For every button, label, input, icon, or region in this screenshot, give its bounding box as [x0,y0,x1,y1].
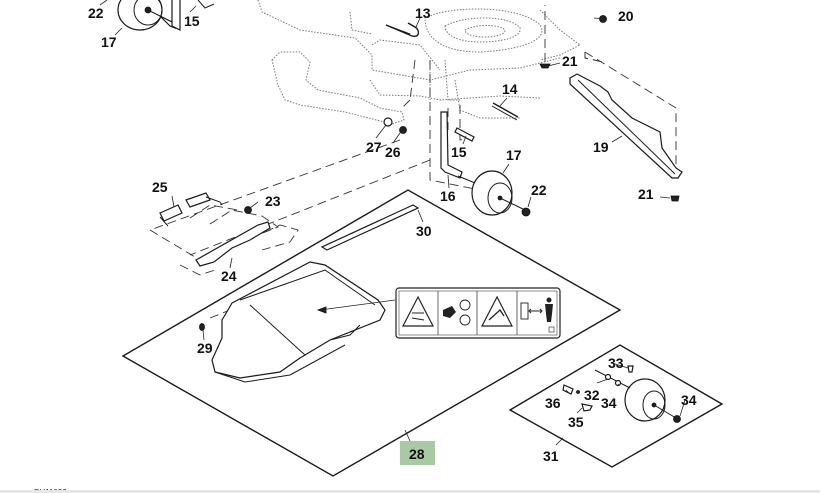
bracket-24 [195,221,271,267]
callout-13[interactable]: 13 [415,5,431,21]
warning-triangle-thrown-object-icon [481,295,513,327]
bracket-19 [569,73,683,179]
nut-29 [199,323,205,331]
callout-21-top[interactable]: 21 [562,53,578,69]
wheel-kit-parts [562,365,681,423]
bagger-chute-outline [121,189,622,477]
hand-blade-hazard-icon [443,299,471,326]
nut-23 [244,206,252,214]
callout-19[interactable]: 19 [593,139,609,155]
pin-14 [491,102,519,121]
callout-33[interactable]: 33 [608,355,624,371]
rod-30 [320,204,420,251]
callout-34-left[interactable]: 34 [601,395,617,411]
callout-23[interactable]: 23 [265,193,281,209]
hairpin-13 [385,22,420,38]
callout-17-mid[interactable]: 17 [506,147,522,163]
callout-21-bottom[interactable]: 21 [638,186,654,202]
callout-28[interactable]: 28 [409,446,425,462]
callout-30[interactable]: 30 [416,223,432,239]
chute-deflector [211,261,396,383]
assembly-dash-lines [149,5,677,319]
spring-15 [454,127,475,142]
callout-28-highlight[interactable] [400,441,435,465]
safety-decal [395,287,561,339]
callout-16[interactable]: 16 [440,188,456,204]
callout-22-mid[interactable]: 22 [531,182,547,198]
washers-26-27 [383,117,407,134]
gauge-wheel-17 [471,170,531,217]
callout-32[interactable]: 32 [584,387,600,403]
scrollbar-track [0,490,820,493]
callout-31[interactable]: 31 [543,448,559,464]
keep-distance-person-icon [520,297,555,333]
callout-26[interactable]: 26 [385,144,401,160]
warning-triangle-hands-icon [402,295,434,327]
callout-15-mid[interactable]: 15 [451,144,467,160]
callout-35[interactable]: 35 [568,414,584,430]
callout-15[interactable]: 15 [184,13,200,29]
callout-14[interactable]: 14 [502,81,518,97]
gauge-wheel-upper-left [117,0,215,31]
callout-24[interactable]: 24 [221,268,237,284]
callout-36[interactable]: 36 [545,395,561,411]
callout-22[interactable]: 22 [88,5,104,21]
callout-29[interactable]: 29 [197,340,213,356]
callout-leaders [99,0,686,446]
callout-27[interactable]: 27 [366,139,382,155]
callout-25[interactable]: 25 [152,179,168,195]
callout-17[interactable]: 17 [101,34,117,50]
springs-25 [159,192,223,227]
wheel-kit-outline [508,344,724,468]
callout-34-right[interactable]: 34 [681,392,697,408]
callout-20[interactable]: 20 [618,8,634,24]
callout-labels: 22 17 15 13 20 21 14 19 27 26 15 17 16 2… [88,5,697,464]
